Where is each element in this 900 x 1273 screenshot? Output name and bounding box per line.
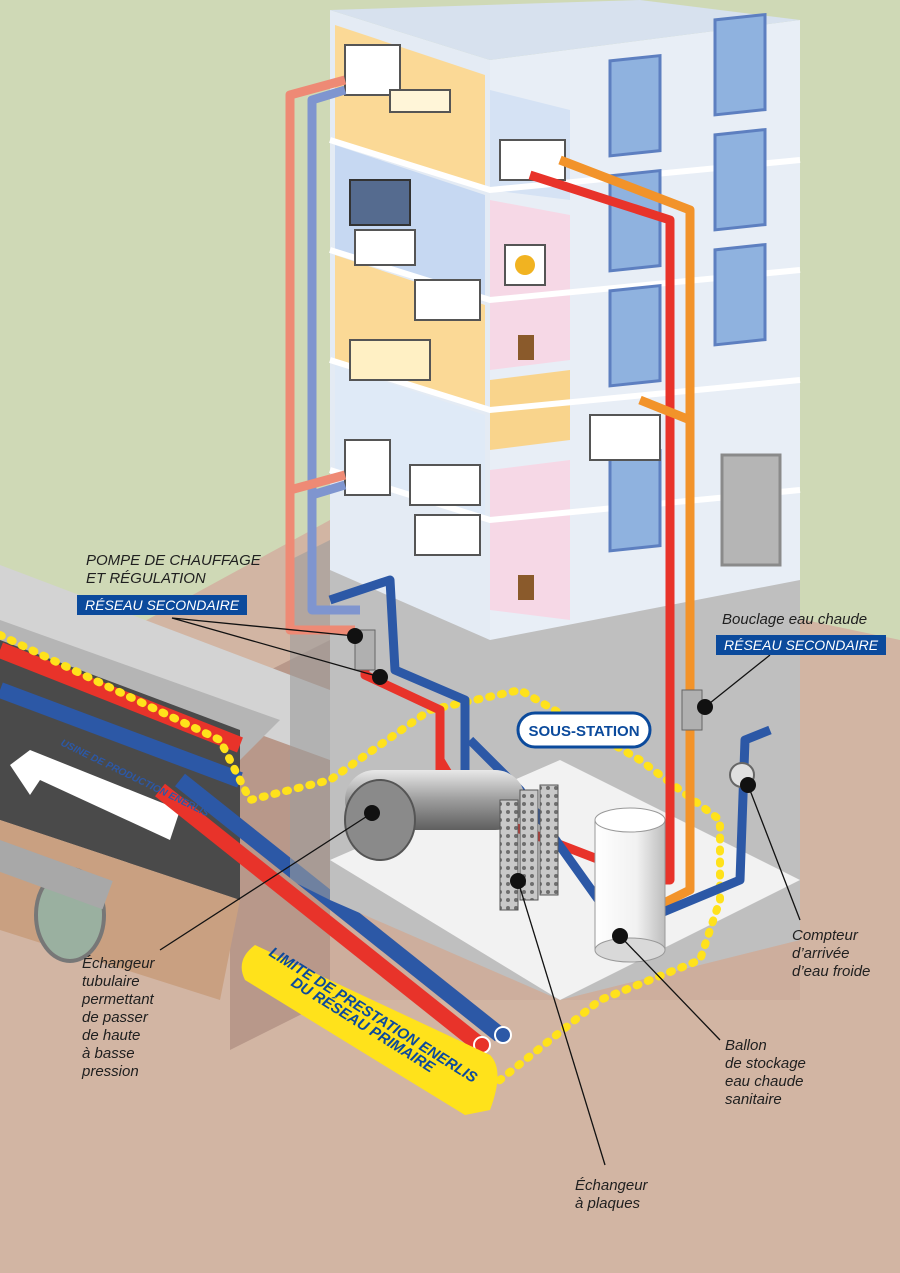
sofa-icon [389,89,451,113]
ballon-label: Ballon de stockage eau chaude sanitaire [725,1037,806,1108]
radiator-icon [344,44,401,96]
primary-pipes [155,773,512,1054]
storage-tank-icon [594,807,666,963]
echangeur-plaques-label: Échangeur à plaques [575,1177,648,1212]
tv-icon [349,179,411,226]
echangeur-tubulaire-label: Échangeur tubulaire permettant de passer… [82,955,155,1080]
sous-station-badge: SOUS-STATION [516,711,652,749]
callout-dots [347,628,756,944]
pompe-label-line2: ET RÉGULATION [86,570,206,587]
bouclage-label: Bouclage eau chaude [722,611,868,628]
bouclage-badge: RÉSEAU SECONDAIRE [716,635,887,655]
arrow-to-plant-icon [10,750,180,840]
sous-station-label: SOUS-STATION [528,723,639,740]
plate-exchanger-icon [499,784,559,911]
building [329,0,801,640]
substation-equipment [344,629,755,963]
window [608,53,662,158]
callout-leaders [159,617,801,1166]
entrance-door [720,453,782,567]
primary-limit-banner [241,945,498,1115]
pompe-label-line1: POMPE DE CHAUFFAGE [86,552,261,569]
plant-icon [518,335,534,360]
compteur-label: Compteur d’arrivée d’eau froide [792,927,871,980]
bathtub-icon [414,279,481,321]
pompe-badge: RÉSEAU SECONDAIRE [77,595,248,615]
sink-icon [354,229,416,266]
